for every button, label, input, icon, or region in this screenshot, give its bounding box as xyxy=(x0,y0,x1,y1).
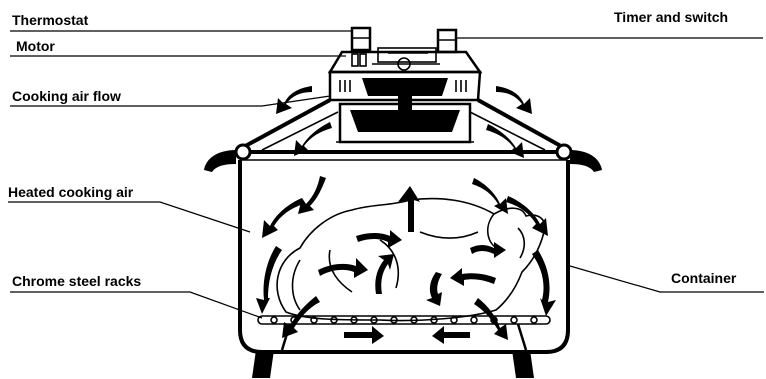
label-timer-and-switch: Timer and switch xyxy=(614,9,728,25)
fan-upper xyxy=(362,78,448,96)
motor xyxy=(352,54,358,66)
lid-assembly xyxy=(238,28,568,160)
left-handle xyxy=(204,150,236,172)
leader-chrome-steel-racks xyxy=(10,292,262,318)
label-heated-cooking-air: Heated cooking air xyxy=(8,184,134,200)
label-cooking-air-flow: Cooking air flow xyxy=(12,88,121,104)
thermostat-knob xyxy=(352,28,370,50)
timer-switch-knob xyxy=(438,30,456,52)
left-foot xyxy=(252,350,274,378)
left-hinge xyxy=(236,145,250,159)
fan-lower xyxy=(350,110,460,132)
label-thermostat: Thermostat xyxy=(12,12,89,28)
right-hinge xyxy=(557,145,571,159)
right-handle xyxy=(570,150,602,172)
leader-heated-cooking-air xyxy=(8,202,250,232)
label-chrome-steel-racks: Chrome steel racks xyxy=(12,273,141,289)
label-motor: Motor xyxy=(16,38,55,54)
right-foot xyxy=(512,350,534,378)
label-container: Container xyxy=(671,270,737,286)
